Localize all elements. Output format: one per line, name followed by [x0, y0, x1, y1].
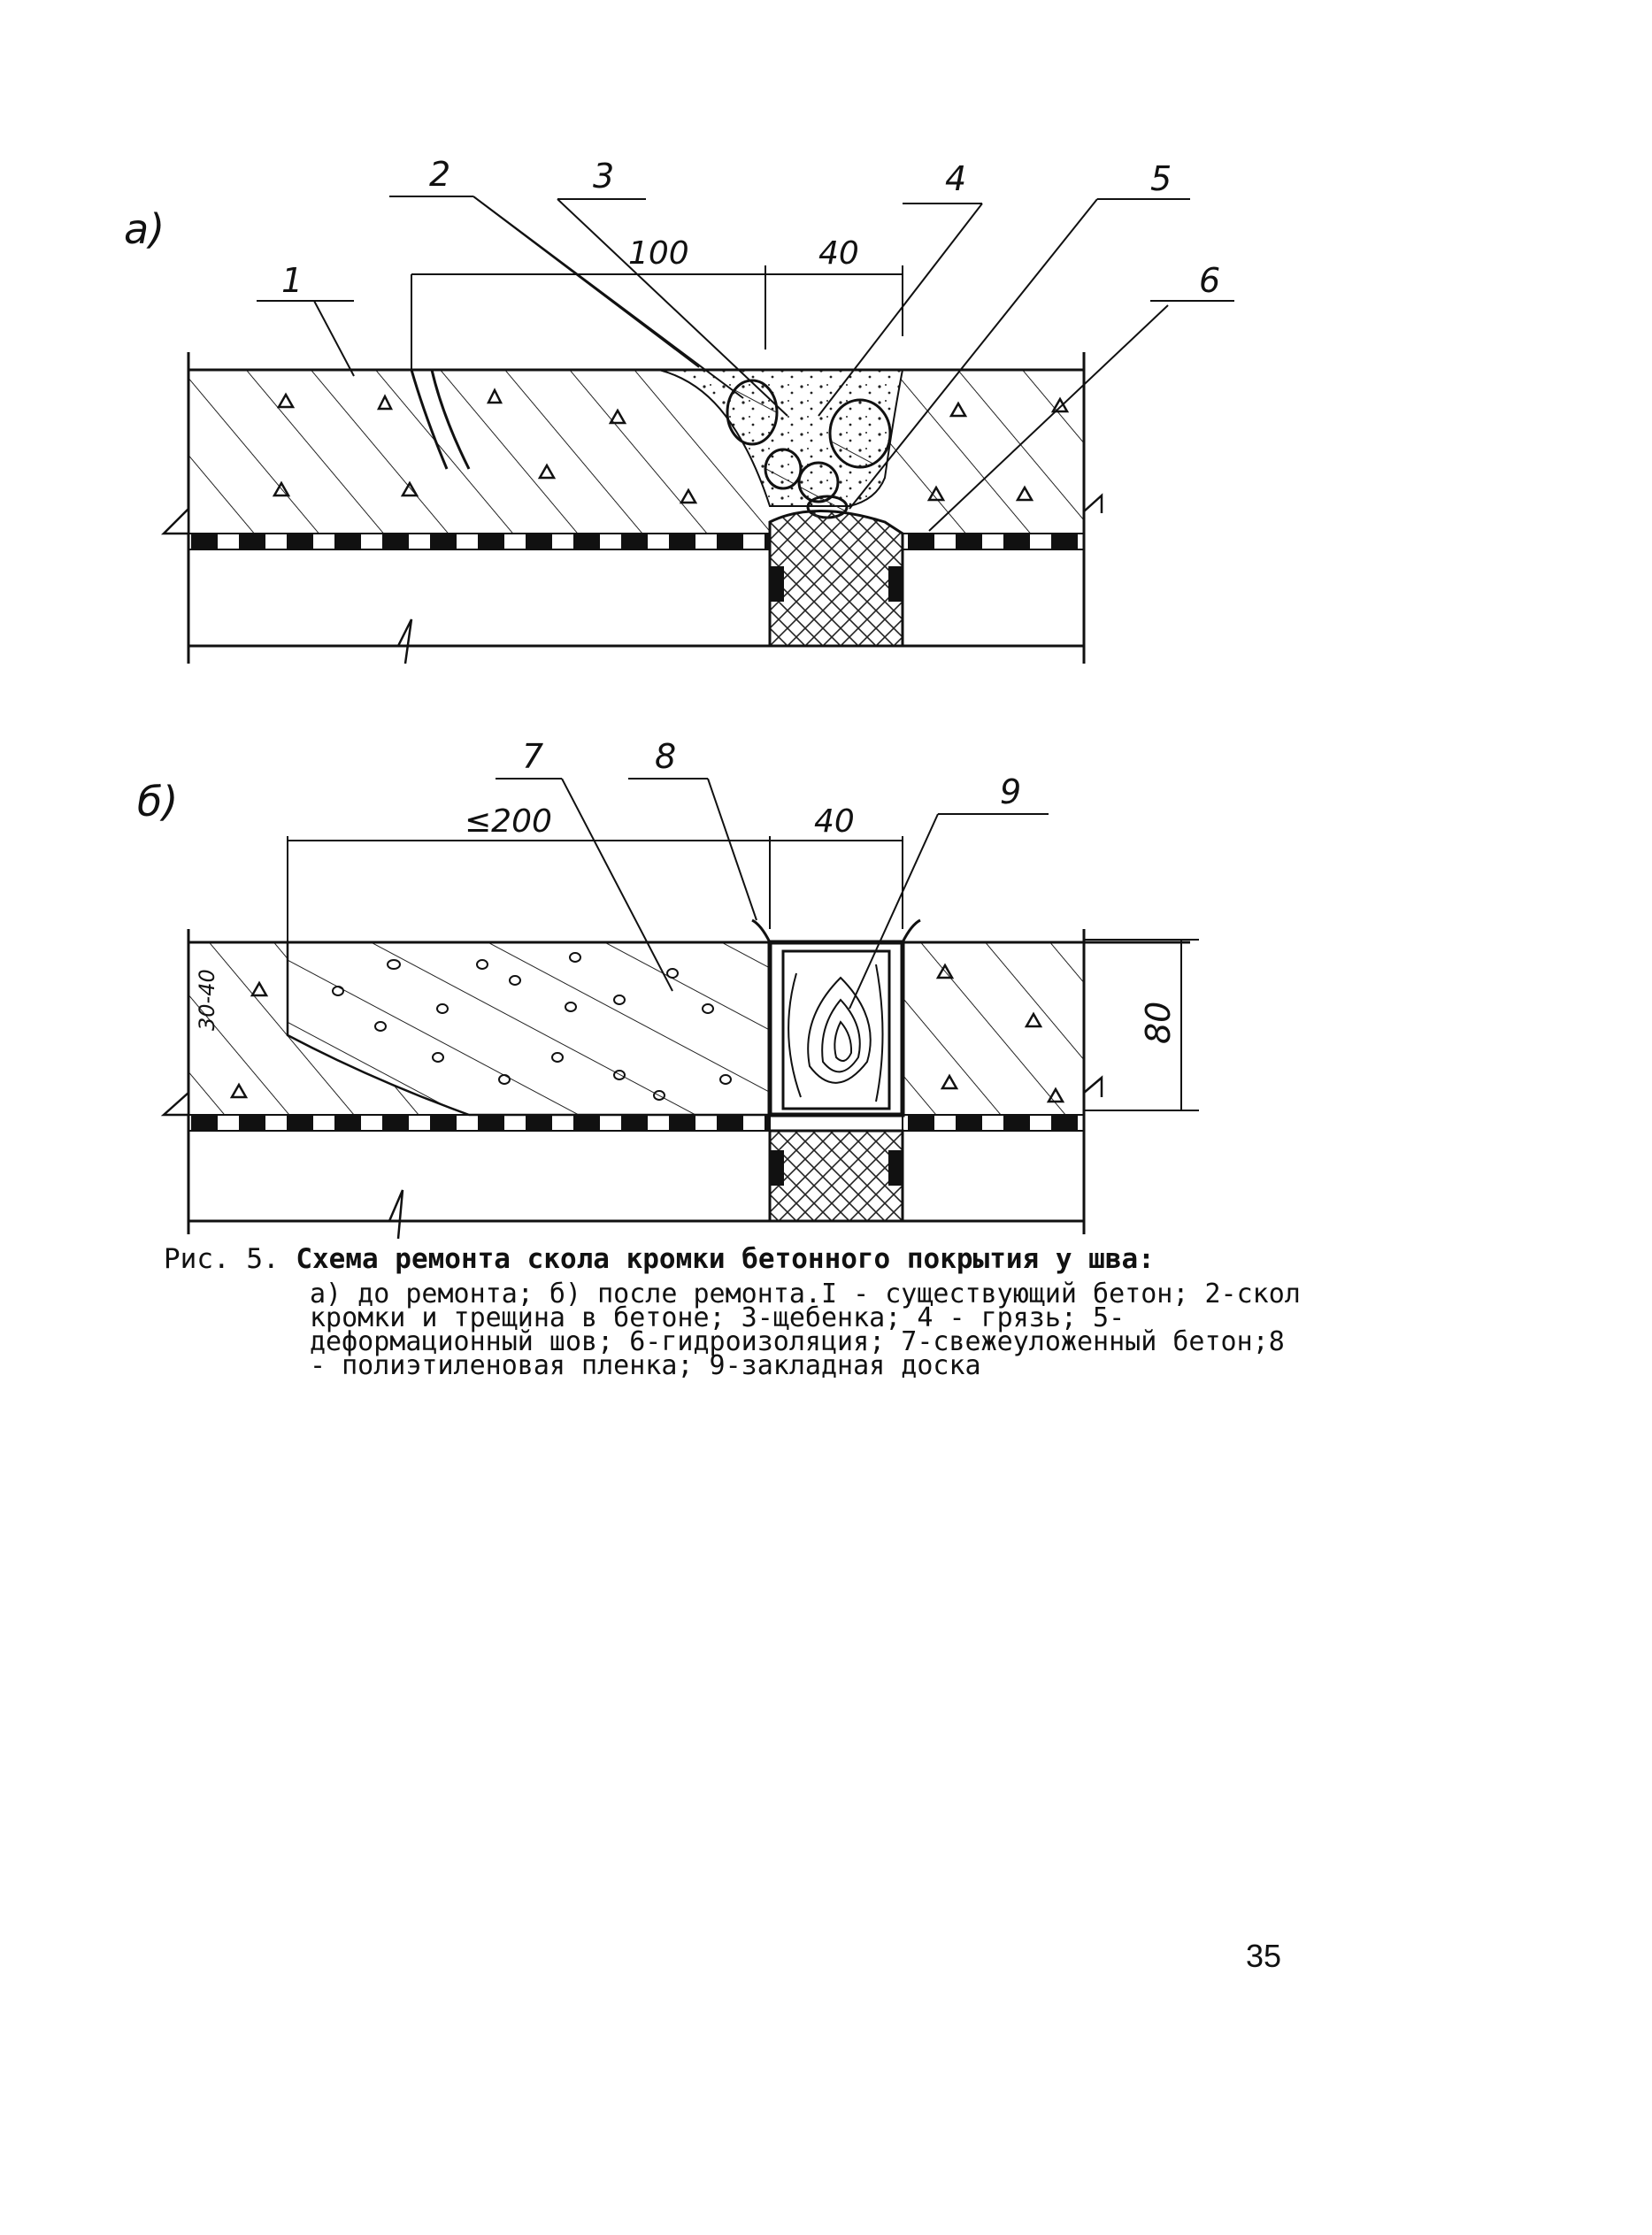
rubble-stone — [726, 379, 779, 446]
caption-number: Рис. 5. — [164, 1243, 280, 1275]
callout-6: 6 — [1199, 261, 1220, 300]
existing-concrete-right — [903, 942, 1084, 1115]
dim-b-height: 80 — [1139, 1002, 1178, 1044]
embedded-board — [781, 949, 891, 1110]
caption-title-line: Рис. 5. Схема ремонта скола кромки бетон… — [164, 1243, 1305, 1275]
dim-b-left: ≤200 — [465, 803, 552, 840]
callout-5: 5 — [1150, 159, 1172, 198]
waterproofing — [902, 533, 1085, 550]
callout-1: 1 — [281, 261, 303, 300]
rubble-stone — [828, 398, 892, 469]
figure-b: б) — [137, 737, 1199, 1240]
dim-b-depth: 30-40 — [195, 969, 219, 1031]
dim-a-right: 40 — [818, 235, 859, 272]
dim-a-left: 100 — [628, 235, 689, 272]
callout-3: 3 — [593, 157, 614, 196]
callout-8: 8 — [655, 737, 676, 776]
existing-concrete-right — [885, 370, 1084, 534]
caption-title: Схема ремонта скола кромки бетонного пок… — [296, 1243, 1155, 1275]
crack — [410, 369, 449, 470]
panel-label-b: б) — [137, 778, 178, 826]
figure-caption: Рис. 5. Схема ремонта скола кромки бетон… — [164, 1243, 1305, 1379]
dim-b-right: 40 — [814, 803, 855, 840]
panel-label-a: а) — [124, 205, 165, 253]
waterproofing — [188, 1114, 771, 1132]
figure-a: а) — [124, 155, 1234, 664]
callout-2: 2 — [429, 155, 450, 194]
waterproofing — [902, 1114, 1085, 1132]
deformation-joint — [768, 510, 904, 648]
page-number: 35 — [1246, 1938, 1282, 1974]
callout-7: 7 — [522, 737, 543, 776]
rubble-stone — [764, 448, 803, 490]
polyethylene-film — [767, 940, 905, 1118]
deformation-joint — [768, 1129, 904, 1223]
existing-concrete-left — [188, 370, 770, 534]
caption-body: а) до ремонта; б) после ремонта.I - суще… — [310, 1279, 1301, 1381]
waterproofing — [188, 533, 771, 550]
callout-9: 9 — [1000, 772, 1021, 811]
callout-4: 4 — [945, 159, 966, 198]
